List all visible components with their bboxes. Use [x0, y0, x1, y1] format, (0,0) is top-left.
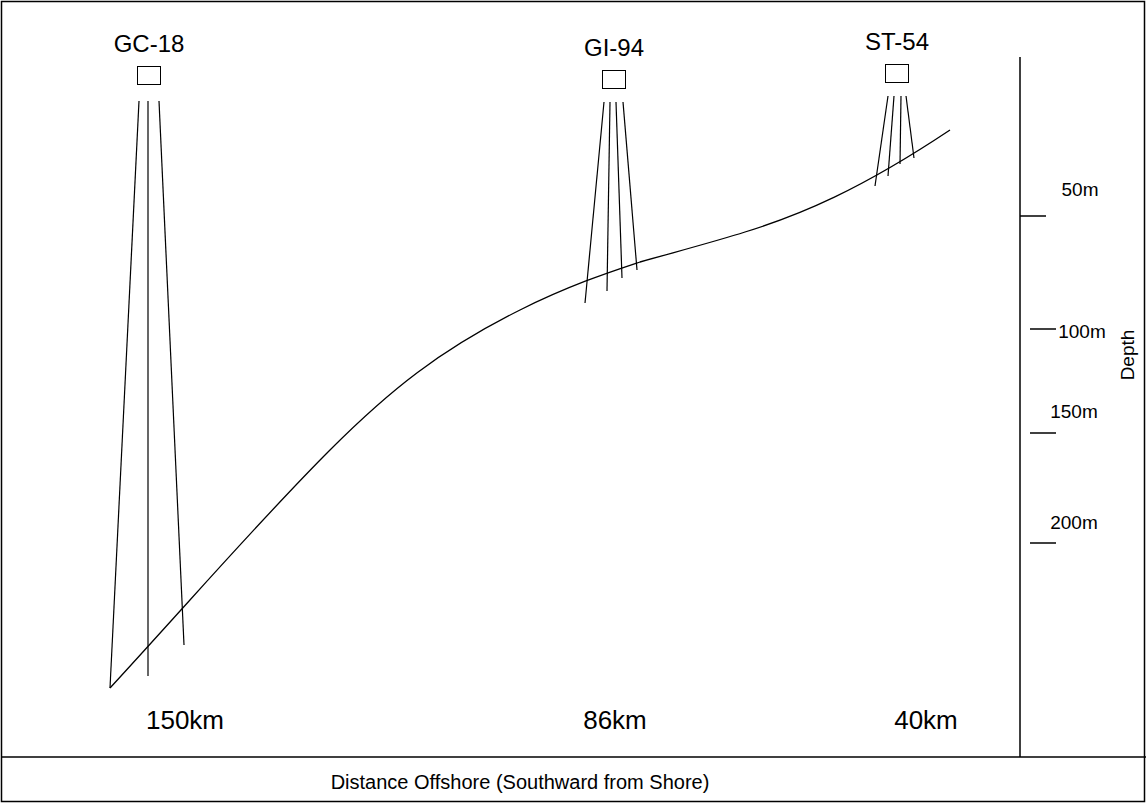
platform-deck: [602, 70, 626, 89]
platform: ST-54: [865, 28, 929, 83]
baseline: [1, 756, 1146, 758]
depth-label: 150m: [1050, 401, 1098, 423]
distance-label: 150km: [146, 705, 224, 736]
platform: GC-18: [114, 30, 185, 85]
platform-deck: [885, 64, 909, 83]
axis-title: Depth: [1117, 330, 1139, 381]
axis-title: Distance Offshore (Southward from Shore): [331, 771, 710, 794]
distance-label: 86km: [583, 705, 647, 736]
platform-name: GC-18: [114, 30, 185, 58]
distance-label: 40km: [894, 705, 958, 736]
seabed-profile: [110, 130, 950, 688]
platform-name: GI-94: [584, 34, 644, 62]
depth-label: 100m: [1058, 321, 1106, 343]
platform: GI-94: [584, 34, 644, 89]
platform-legs: [110, 96, 914, 688]
depth-label: 200m: [1050, 512, 1098, 534]
platform-name: ST-54: [865, 28, 929, 56]
depth-label: 50m: [1062, 179, 1099, 201]
axis-ticks: [1020, 216, 1056, 543]
platform-deck: [137, 66, 161, 85]
depth-axis: [1019, 57, 1021, 757]
